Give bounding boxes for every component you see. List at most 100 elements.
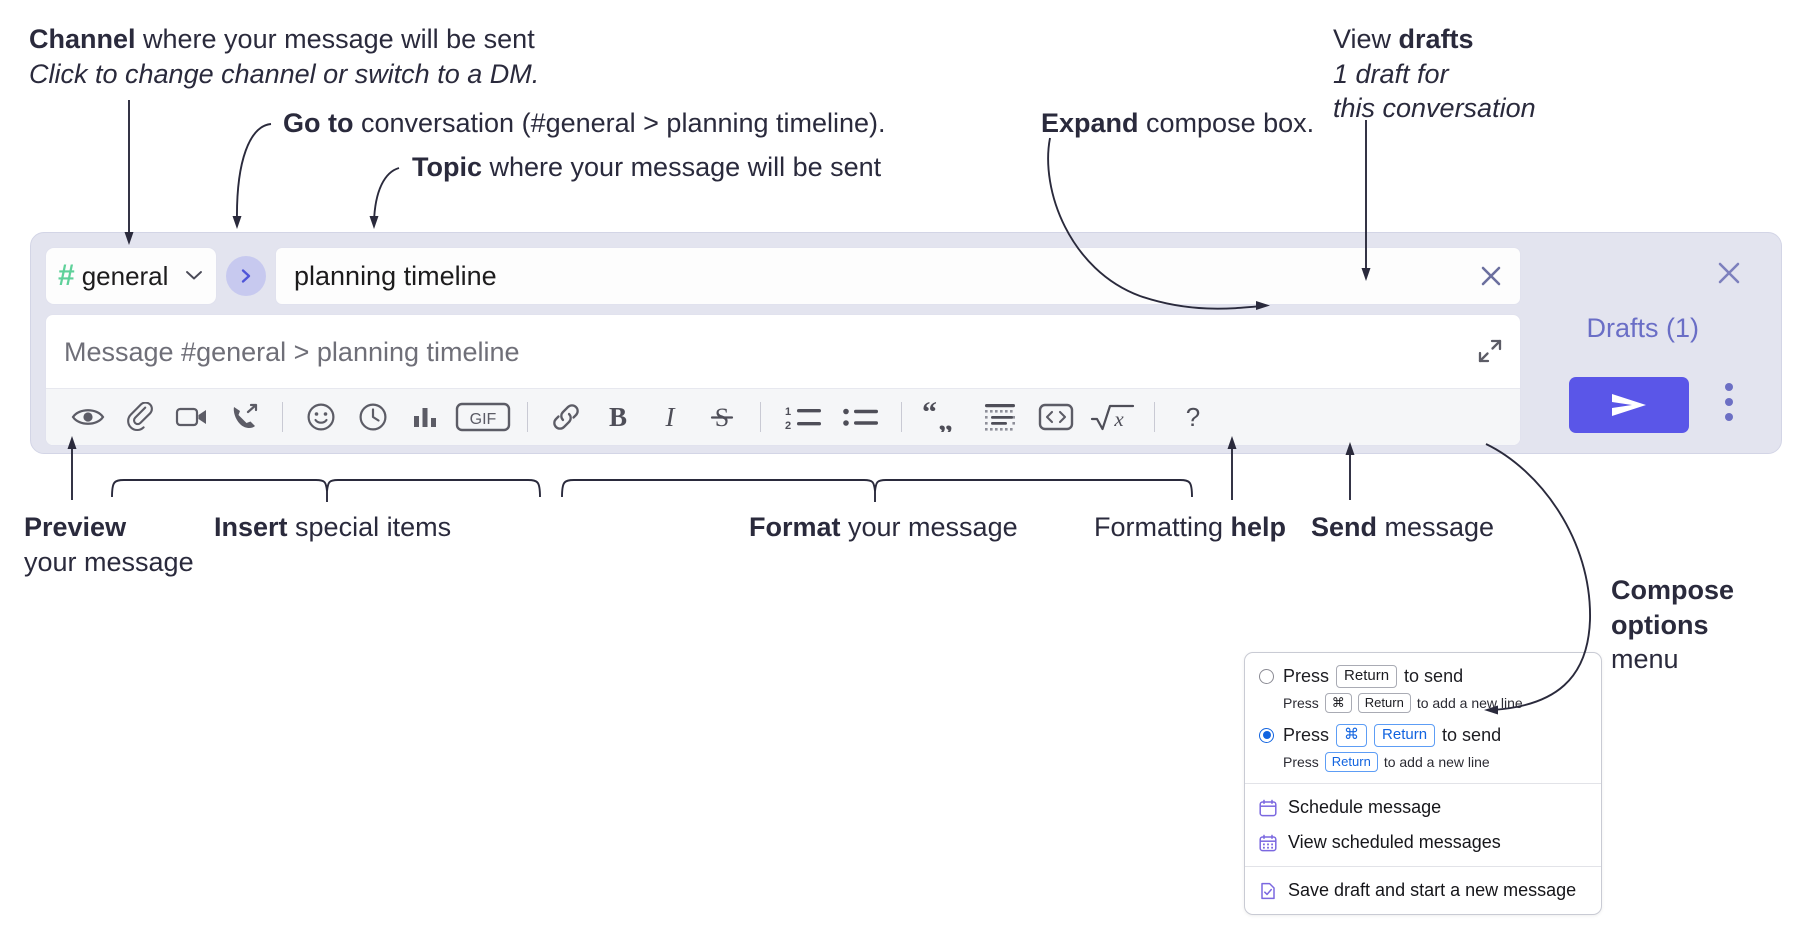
svg-text:1: 1	[785, 406, 791, 418]
message-input[interactable]: Message #general > planning timeline	[45, 314, 1521, 446]
drafts-link[interactable]: Drafts (1)	[1586, 313, 1699, 343]
brace-insert	[111, 479, 541, 498]
toolbar-divider-2	[527, 402, 528, 432]
video-clip-icon[interactable]	[166, 394, 218, 440]
svg-text:B: B	[609, 402, 627, 432]
channel-name: general	[81, 260, 169, 291]
inline-code-icon[interactable]	[1028, 394, 1084, 440]
annotation-topic-rest: where your message will be sent	[482, 152, 882, 182]
svg-text:“: “	[922, 402, 937, 429]
toolbar-divider-4	[901, 402, 902, 432]
formatting-toolbar: GIF B I S	[46, 388, 1520, 445]
opt1-sub-key-return: Return	[1357, 692, 1411, 713]
menu-item-view-scheduled[interactable]: View scheduled messages	[1245, 825, 1601, 860]
compose-header-row: # general planning timeline	[45, 247, 1521, 305]
annotation-help-bold: help	[1230, 512, 1287, 542]
blockquote-icon[interactable]: “ „	[914, 394, 972, 440]
option-cmd-return-to-send[interactable]: Press ⌘ Return to send	[1245, 722, 1601, 749]
expand-compose-icon[interactable]	[1476, 337, 1504, 370]
opt2-key-return: Return	[1374, 724, 1436, 747]
annotation-topic: Topic where your message will be sent	[412, 150, 881, 185]
opt2-key-cmd: ⌘	[1336, 724, 1368, 747]
poll-chart-icon[interactable]	[399, 394, 451, 440]
send-shortcut-options: Press Return to send Press ⌘ Return to a…	[1245, 653, 1601, 783]
send-paper-plane-icon	[1612, 394, 1646, 416]
annotation-drafts-italic-1: 1 draft for	[1333, 58, 1449, 89]
chevron-down-icon	[184, 266, 204, 286]
annotation-goto: Go to conversation (#general > planning …	[283, 106, 886, 141]
option-cmd-return-hint: Press Return to add a new line	[1245, 749, 1601, 775]
option-return-to-send-hint: Press ⌘ Return to add a new line	[1245, 690, 1601, 716]
opt2-pre: Press	[1283, 724, 1330, 745]
menu-divider-1	[1245, 783, 1601, 784]
compose-options-menu: Press Return to send Press ⌘ Return to a…	[1244, 652, 1602, 915]
attachment-icon[interactable]	[114, 394, 166, 440]
opt1-sub-post: to add a new line	[1416, 694, 1523, 711]
channel-selector[interactable]: # general	[45, 247, 217, 305]
bulleted-list-icon[interactable]	[833, 394, 889, 440]
svg-text:I: I	[665, 402, 677, 432]
chevron-right-icon	[241, 269, 251, 283]
annotation-insert: Insert special items	[214, 510, 451, 545]
compose-box: Drafts (1) # general	[30, 232, 1782, 454]
annotation-insert-bold: Insert	[214, 512, 288, 542]
option-return-to-send[interactable]: Press Return to send	[1245, 663, 1601, 690]
radio-cmd-return-to-send[interactable]	[1259, 727, 1274, 743]
opt1-key-return: Return	[1336, 665, 1398, 688]
annotation-format-bold: Format	[749, 512, 841, 542]
annotation-preview: Preview your message	[24, 510, 194, 579]
code-block-icon[interactable]	[972, 394, 1028, 440]
opt1-sub-pre: Press	[1283, 694, 1319, 711]
annotation-preview-rest: your message	[24, 546, 194, 577]
menu-divider-2	[1245, 866, 1601, 867]
strikethrough-icon[interactable]: S	[696, 394, 748, 440]
menu-item-schedule-label: Schedule message	[1288, 797, 1442, 817]
menu-item-schedule-message[interactable]: Schedule message	[1245, 790, 1601, 825]
italic-icon[interactable]: I	[644, 394, 696, 440]
compose-options-menu-button[interactable]	[1725, 383, 1733, 421]
clear-topic-icon[interactable]	[1476, 261, 1506, 291]
radio-return-to-send[interactable]	[1259, 668, 1274, 684]
opt1-post: to send	[1404, 665, 1464, 686]
opt2-sub-pre: Press	[1283, 753, 1319, 770]
svg-text:?: ?	[1186, 402, 1200, 432]
preview-icon[interactable]	[62, 394, 114, 440]
gif-icon[interactable]: GIF	[451, 394, 515, 440]
ordered-list-icon[interactable]: 1 2	[773, 394, 833, 440]
formatting-help-icon[interactable]: ?	[1167, 394, 1219, 440]
topic-value: planning timeline	[294, 260, 497, 291]
menu-item-view-scheduled-label: View scheduled messages	[1288, 832, 1501, 852]
annotation-drafts: View drafts 1 draft for this conversatio…	[1333, 22, 1536, 126]
annotation-channel-rest: where your message will be sent	[135, 24, 535, 54]
svg-text:2: 2	[785, 420, 791, 432]
menu-item-save-draft[interactable]: Save draft and start a new message	[1245, 873, 1601, 908]
save-draft-icon	[1259, 882, 1277, 900]
annotation-expand-bold: Expand	[1041, 108, 1139, 138]
toolbar-divider-1	[282, 402, 283, 432]
close-compose-button[interactable]	[1715, 259, 1743, 292]
opt2-sub-post: to add a new line	[1383, 753, 1490, 770]
kebab-dot-2	[1725, 398, 1733, 406]
emoji-icon[interactable]	[295, 394, 347, 440]
leader-topic	[373, 167, 400, 223]
annotation-goto-bold: Go to	[283, 108, 354, 138]
bold-icon[interactable]: B	[592, 394, 644, 440]
svg-text:x: x	[1113, 407, 1124, 431]
reminder-clock-icon[interactable]	[347, 394, 399, 440]
opt1-sub-key-cmd: ⌘	[1324, 692, 1352, 713]
annotation-compose-bold-2: options	[1611, 609, 1709, 640]
link-icon[interactable]	[540, 394, 592, 440]
send-button[interactable]	[1569, 377, 1689, 433]
math-icon[interactable]: x	[1084, 394, 1142, 440]
go-to-conversation-button[interactable]	[226, 256, 266, 296]
svg-text:GIF: GIF	[470, 411, 497, 428]
annotation-compose-options: Compose options menu	[1611, 573, 1734, 677]
topic-input[interactable]: planning timeline	[275, 247, 1521, 305]
annotation-preview-bold: Preview	[24, 512, 127, 542]
annotation-send-bold: Send	[1311, 512, 1378, 542]
menu-item-save-draft-label: Save draft and start a new message	[1288, 880, 1577, 900]
opt2-post: to send	[1442, 724, 1502, 745]
audio-clip-icon[interactable]	[218, 394, 270, 440]
brace-format	[561, 479, 1193, 498]
